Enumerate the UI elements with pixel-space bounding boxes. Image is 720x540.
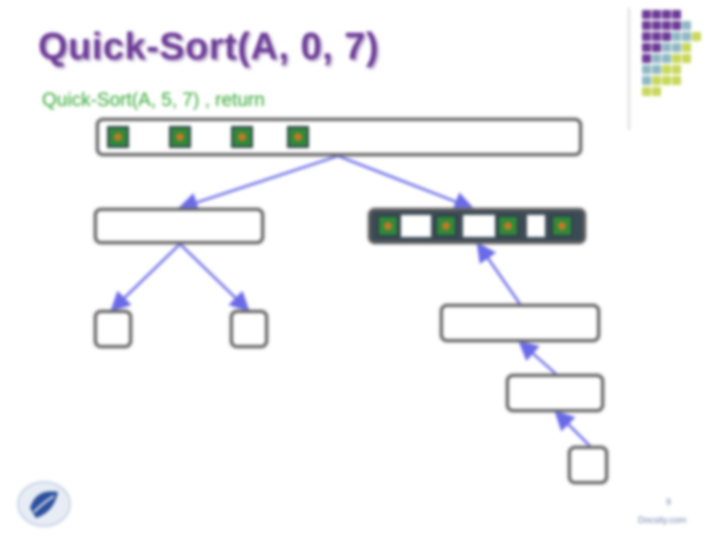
sorted-marker (435, 215, 457, 237)
grid-cell (672, 32, 681, 41)
node-left (94, 208, 264, 244)
grid-cell (672, 65, 681, 74)
grid-cell (642, 10, 651, 19)
leaf-globe-logo-icon (17, 481, 71, 527)
grid-cell (662, 76, 671, 85)
array-cell (463, 215, 495, 237)
node-left-right (230, 310, 268, 348)
tree-edge-arrow (476, 241, 522, 305)
grid-cell (682, 54, 691, 63)
grid-cell (652, 87, 661, 96)
grid-cell (682, 21, 691, 30)
array-cell (527, 215, 545, 237)
node-right-child (440, 304, 600, 342)
grid-cell (682, 32, 691, 41)
node-root (96, 118, 582, 156)
tree-edge-arrow (337, 154, 475, 211)
grid-cell (672, 54, 681, 63)
grid-cell (672, 21, 681, 30)
tree-edge-arrow (518, 340, 557, 375)
grid-cell (642, 76, 651, 85)
slide-subtitle: Quick-Sort(A, 5, 7) , return (42, 90, 265, 111)
grid-cell (652, 65, 661, 74)
slide-title: Quick-Sort(A, 0, 7) (38, 26, 379, 68)
node-right-grandchild (506, 374, 604, 412)
sorted-marker (497, 215, 519, 237)
grid-cell (642, 32, 651, 41)
grid-cell (642, 54, 651, 63)
node-right-leaf (568, 446, 608, 484)
grid-cell (662, 21, 671, 30)
page-number: 9 (666, 497, 672, 507)
grid-cell (662, 54, 671, 63)
grid-cell (662, 32, 671, 41)
grid-cell (662, 43, 671, 52)
grid-cell (692, 32, 701, 41)
grid-cell (642, 65, 651, 74)
grid-cell (652, 76, 661, 85)
grid-cell (642, 87, 651, 96)
sorted-marker (169, 126, 191, 148)
grid-cell (652, 32, 661, 41)
tree-edge-arrow (179, 243, 250, 312)
grid-cell (662, 10, 671, 19)
sorted-marker (377, 215, 399, 237)
grid-cell (642, 43, 651, 52)
grid-cell (652, 10, 661, 19)
grid-cell (672, 76, 681, 85)
footer-watermark: Docsity.com (638, 515, 687, 525)
grid-cell (672, 10, 681, 19)
node-right (368, 208, 586, 244)
tree-edge-arrow (110, 243, 181, 312)
node-left-left (94, 310, 132, 348)
tree-edge-arrow (554, 410, 591, 447)
grid-cell (652, 21, 661, 30)
grid-cell (682, 43, 691, 52)
sorted-marker (107, 126, 129, 148)
grid-cell (652, 54, 661, 63)
grid-cell (672, 43, 681, 52)
array-cell (401, 215, 431, 237)
grid-cell (662, 65, 671, 74)
corner-grid-decoration (642, 10, 701, 110)
grid-cell (652, 43, 661, 52)
grid-cell (642, 21, 651, 30)
divider-line (628, 8, 630, 130)
sorted-marker (231, 126, 253, 148)
sorted-marker (551, 215, 573, 237)
tree-edge-arrow (177, 154, 339, 213)
sorted-marker (287, 126, 309, 148)
